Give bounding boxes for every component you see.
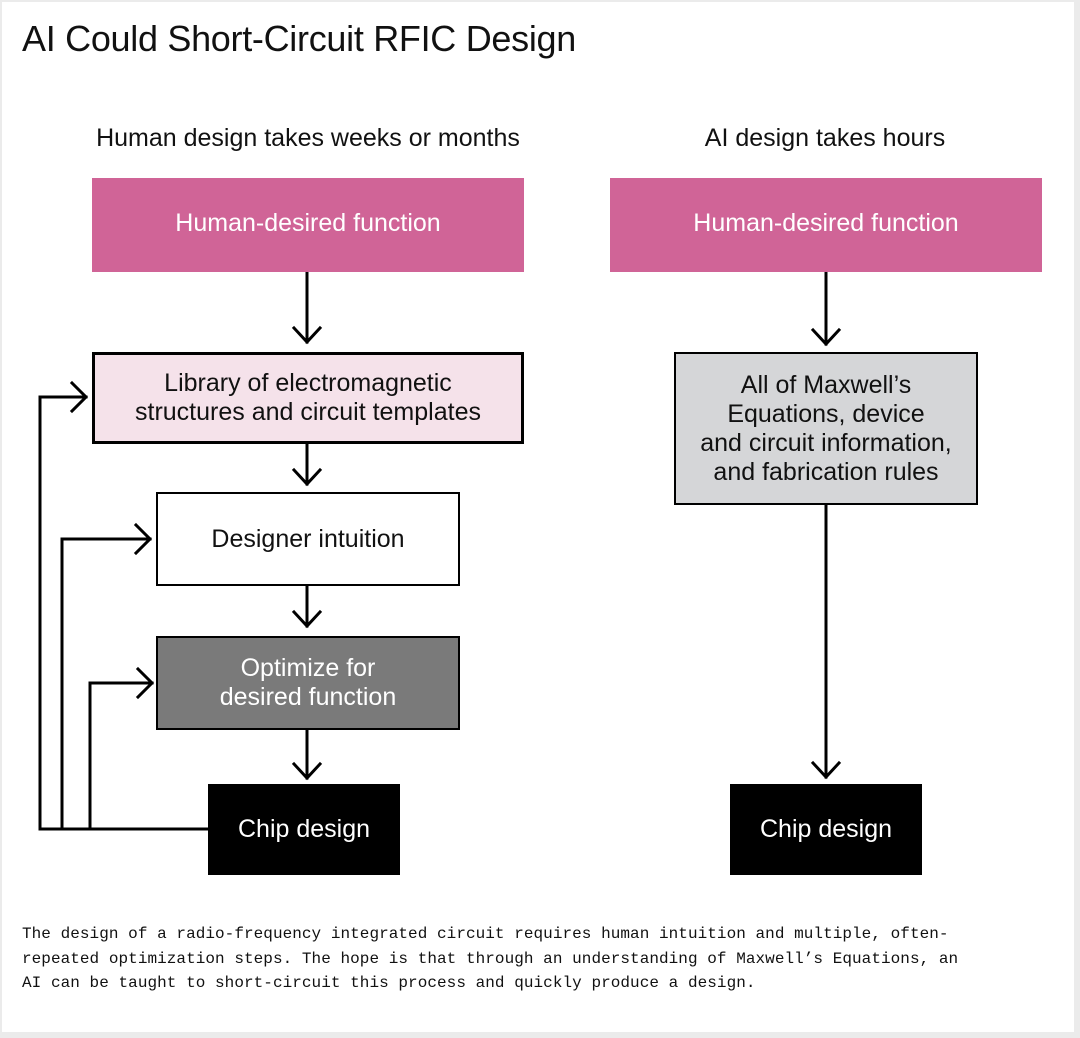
- box-label-line: Optimize for: [240, 654, 376, 682]
- box-label-line: and circuit information,: [700, 428, 952, 457]
- caption-line: AI can be taught to short-circuit this p…: [22, 974, 756, 992]
- box-label-line: Equations, device: [727, 399, 925, 428]
- box-label-line: desired function: [219, 683, 397, 711]
- box-label-line: Library of electromagnetic: [164, 369, 452, 397]
- feedback-loop-to-optimize: [88, 666, 155, 831]
- arrow-maxwell-to-chip: [810, 504, 842, 780]
- arrow-function-to-library: [291, 271, 323, 345]
- feedback-loop-to-library: [38, 380, 210, 831]
- chip-design-box-human: Chip design: [208, 784, 400, 875]
- human-desired-function-box-ai: Human-desired function: [610, 178, 1042, 272]
- chip-design-box-ai: Chip design: [730, 784, 922, 875]
- figure-caption: The design of a radio-frequency integrat…: [22, 922, 1052, 996]
- feedback-loop-to-intuition: [60, 522, 153, 831]
- arrow-function-to-maxwell: [810, 271, 842, 347]
- box-label: Human-desired function: [693, 208, 959, 237]
- figure-title: AI Could Short-Circuit RFIC Design: [22, 18, 576, 59]
- designer-intuition-box: Designer intuition: [156, 492, 460, 586]
- box-label-line: and fabrication rules: [713, 457, 939, 486]
- box-label-line: structures and circuit templates: [135, 398, 481, 426]
- arrow-intuition-to-optimize: [291, 585, 323, 629]
- caption-line: repeated optimization steps. The hope is…: [22, 949, 959, 968]
- human-design-heading: Human design takes weeks or months: [96, 124, 520, 152]
- maxwell-equations-box: All of Maxwell’s Equations, device and c…: [674, 352, 978, 505]
- box-label: Chip design: [759, 815, 893, 843]
- library-box: Library of electromagnetic structures an…: [92, 352, 524, 444]
- box-label: Designer intuition: [211, 524, 405, 553]
- caption-line: The design of a radio-frequency integrat…: [22, 925, 949, 943]
- arrow-optimize-to-chip: [291, 729, 323, 781]
- optimize-box: Optimize for desired function: [156, 636, 460, 730]
- box-label: Chip design: [237, 815, 371, 843]
- human-desired-function-box: Human-desired function: [92, 178, 524, 272]
- box-label: Human-desired function: [175, 208, 441, 237]
- ai-design-heading: AI design takes hours: [704, 124, 946, 152]
- box-label-line: All of Maxwell’s: [740, 370, 912, 399]
- arrow-library-to-intuition: [291, 443, 323, 487]
